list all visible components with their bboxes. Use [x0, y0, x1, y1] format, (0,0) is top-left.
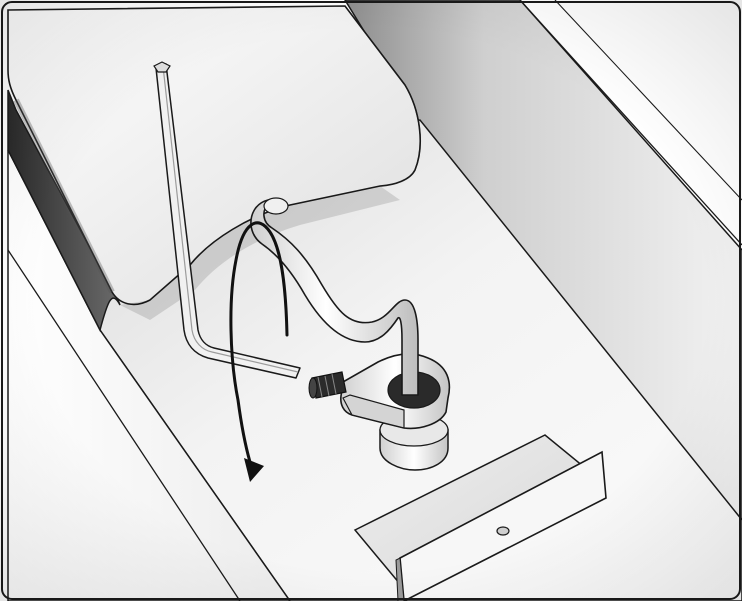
- tube-end-cap: [264, 198, 288, 214]
- bracket-screw-hole: [497, 527, 509, 535]
